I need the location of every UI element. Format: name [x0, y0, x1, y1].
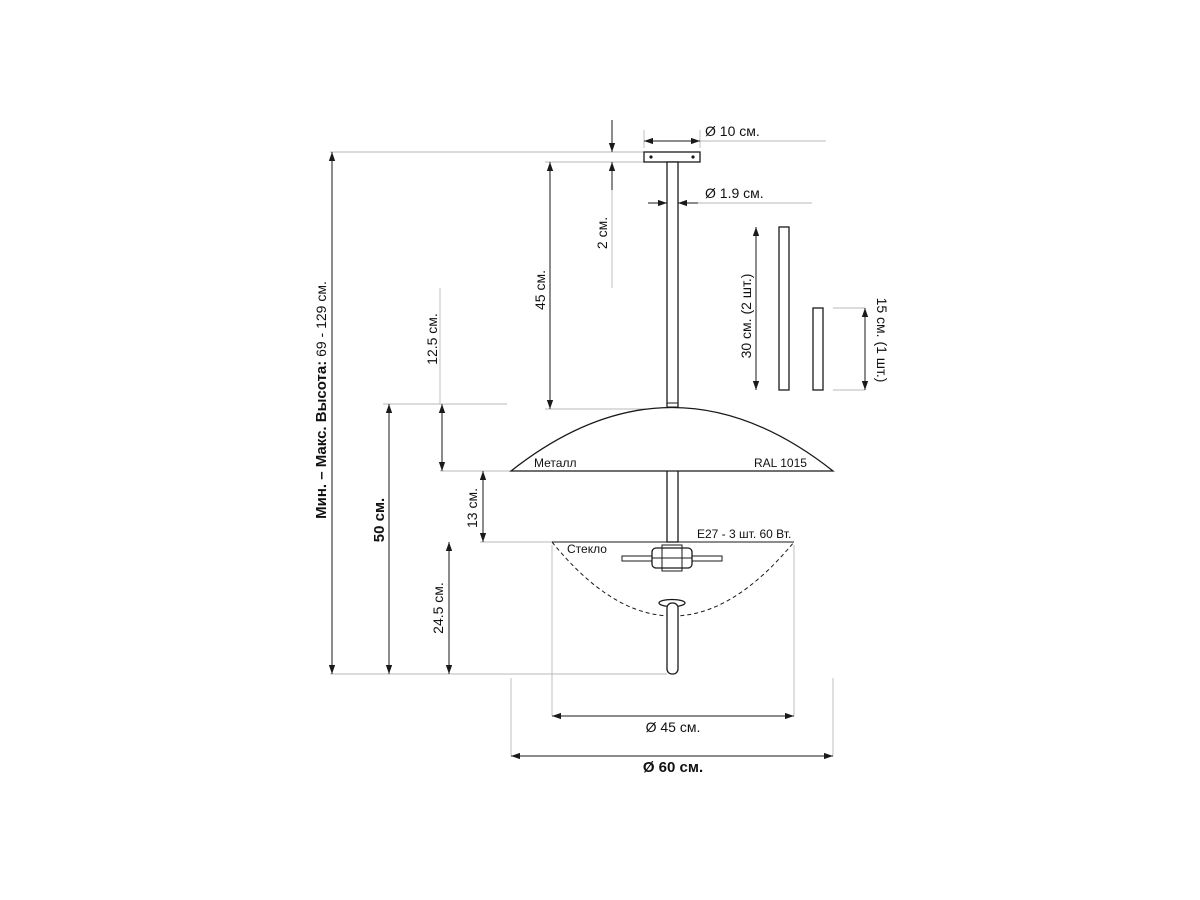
- glass-material-label: Стекло: [567, 542, 607, 556]
- metal-diameter-label: Ø 60 см.: [643, 759, 703, 776]
- extension-rod-short: [812, 307, 824, 391]
- metal-shade-height-label: 12.5 см.: [424, 313, 440, 365]
- glass-diameter-label: Ø 45 см.: [646, 719, 701, 735]
- color-code-label: RAL 1015: [754, 456, 807, 470]
- rod-length-label: 45 см.: [532, 270, 548, 310]
- rod-diameter-label: Ø 1.9 см.: [705, 185, 764, 201]
- lamp-body-height-label: 50 см.: [371, 498, 388, 542]
- bulb-holder: [621, 544, 723, 572]
- bottom-rod: [666, 602, 679, 675]
- extension-long-label: 30 см. (2 шт.): [738, 274, 754, 359]
- canopy-diameter-label: Ø 10 см.: [705, 123, 760, 139]
- metal-shade: [509, 406, 835, 472]
- extension-short-label: 15 см. (1 шт.): [874, 298, 890, 383]
- canopy-height-label: 2 см.: [594, 217, 610, 249]
- glass-shade-height-label: 24.5 см.: [430, 582, 446, 634]
- extension-lines: [330, 130, 865, 756]
- overall-height-title: Мин. – Макс. Высота:: [313, 361, 330, 519]
- suspension-rod: [666, 161, 679, 543]
- overall-height-value: 69 - 129 см.: [313, 281, 329, 361]
- extension-rod-long: [778, 226, 790, 391]
- bulb-spec-label: E27 - 3 шт. 60 Вт.: [697, 527, 791, 541]
- metal-material-label: Металл: [534, 456, 576, 470]
- ceiling-canopy: [643, 151, 701, 163]
- dimension-lines: [328, 120, 869, 760]
- overall-height-label: Мин. – Макс. Высота: 69 - 129 см.: [313, 281, 330, 519]
- gap-height-label: 13 см.: [464, 488, 480, 528]
